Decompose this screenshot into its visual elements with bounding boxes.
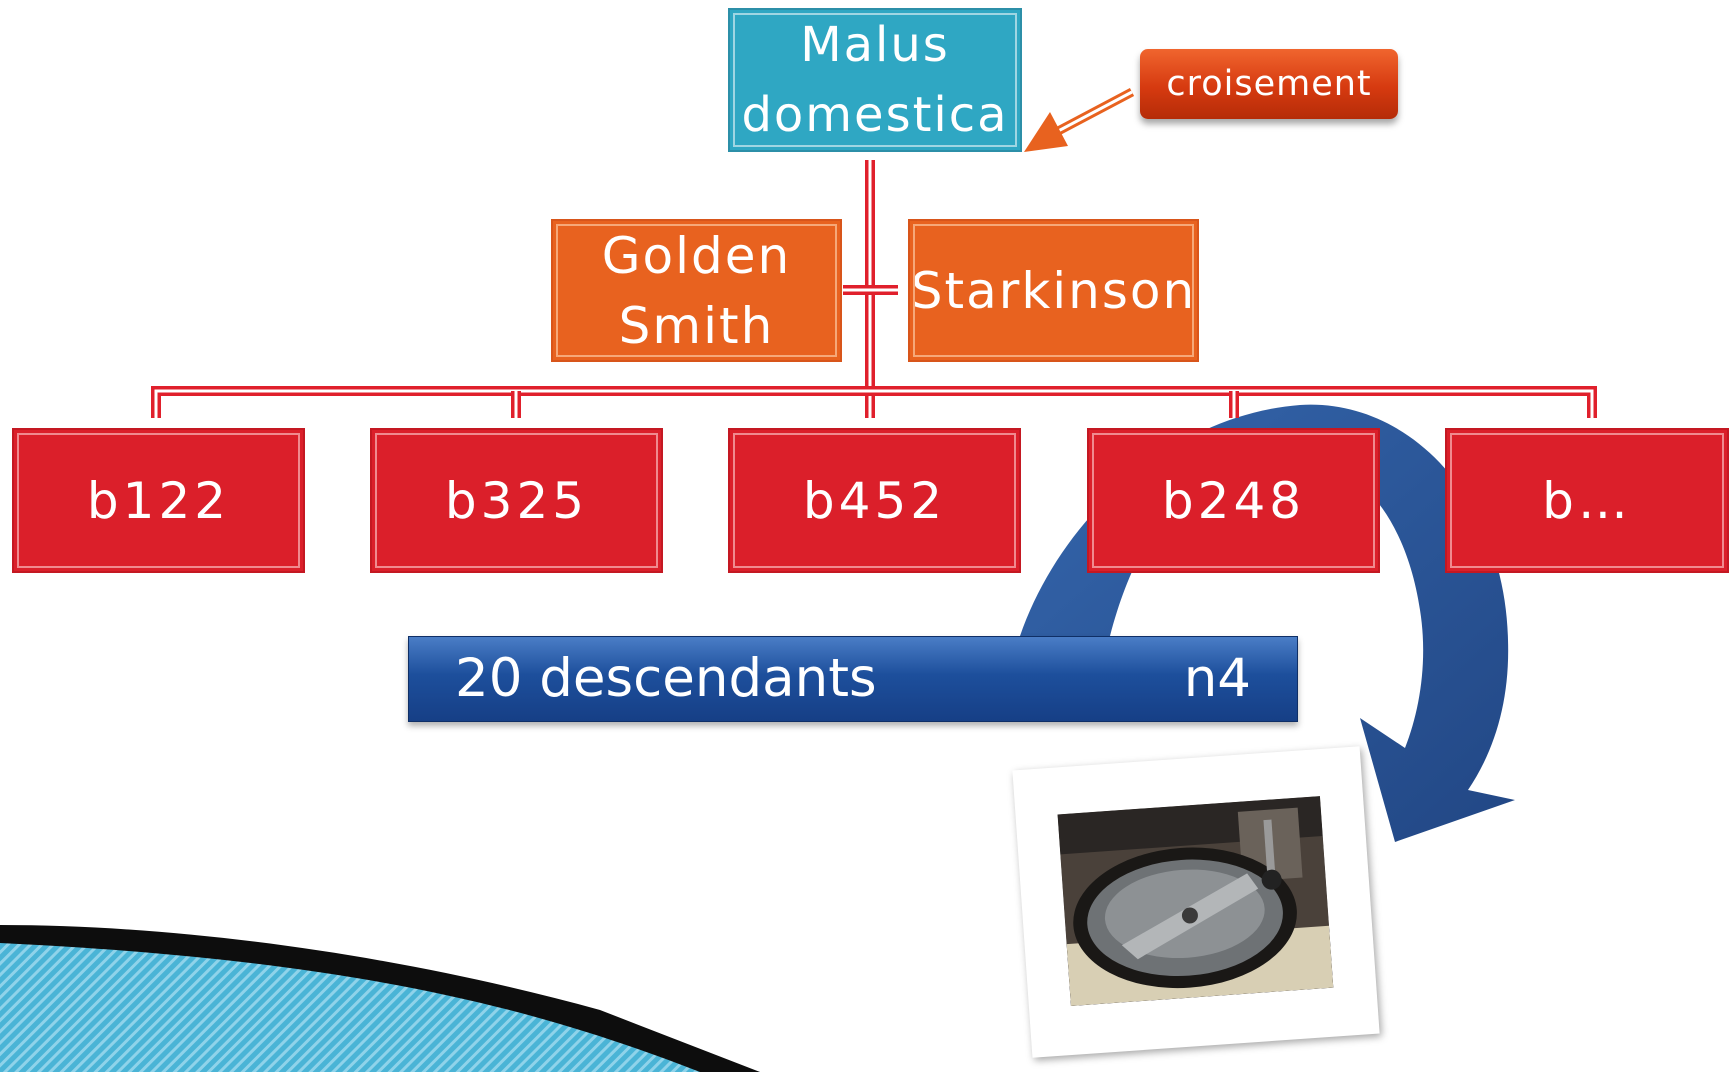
cross-tag: croisement <box>1140 49 1398 119</box>
descendants-label: 20 descendants <box>455 648 877 709</box>
photo-image <box>1057 796 1334 1006</box>
parent-label-line-2: Smith <box>618 296 775 355</box>
descendants-code: n4 <box>1183 648 1251 709</box>
centrifuge-photo <box>1012 746 1380 1058</box>
parent-label-line-1: Golden <box>601 226 792 285</box>
child-node-b452: b452 <box>728 428 1021 573</box>
child-label: b248 <box>1161 471 1306 530</box>
descendants-banner: 20 descendants n4 <box>408 636 1298 722</box>
parent-label: Starkinson <box>910 261 1197 320</box>
root-label-line-1: Malus <box>800 17 950 73</box>
parent-node-starkinson: Starkinson <box>908 219 1199 362</box>
child-node-b325: b325 <box>370 428 663 573</box>
root-node: Malus domestica <box>728 8 1022 152</box>
child-label: b452 <box>802 471 947 530</box>
child-node-b248: b248 <box>1087 428 1380 573</box>
child-node-b122: b122 <box>12 428 305 573</box>
child-label: b… <box>1542 471 1632 530</box>
root-label-line-2: domestica <box>741 87 1009 143</box>
parent-node-golden-smith: Golden Smith <box>551 219 842 362</box>
child-label: b325 <box>444 471 589 530</box>
child-label: b122 <box>86 471 231 530</box>
cross-tag-label: croisement <box>1166 64 1372 104</box>
child-node-more: b… <box>1445 428 1729 573</box>
